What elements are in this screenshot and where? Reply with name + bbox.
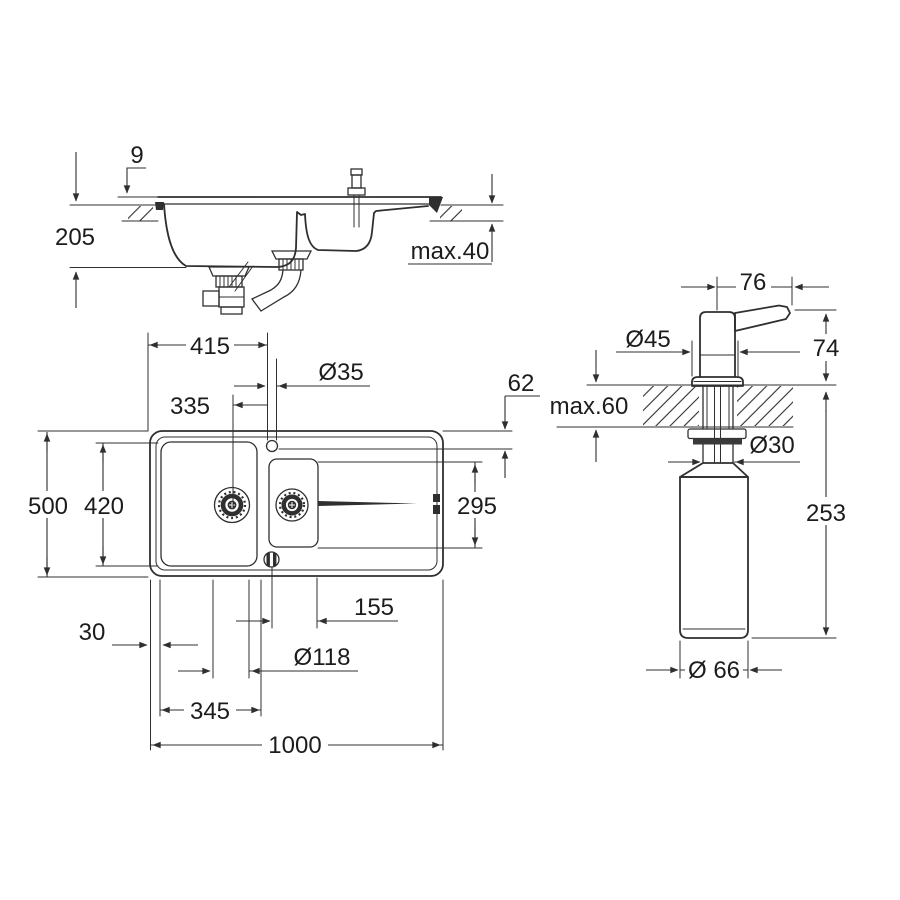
sink-outline bbox=[149, 430, 444, 577]
shank-mask bbox=[699, 386, 737, 426]
dim-label-bowl-length: 345 bbox=[190, 698, 230, 725]
pump-body bbox=[699, 311, 736, 378]
rim-clip-mark bbox=[433, 494, 440, 502]
sink-top-view: 415 Ø35 335 62 500 420 bbox=[25, 332, 540, 759]
counter-hatch-right bbox=[440, 206, 462, 221]
small-bowl-drain bbox=[275, 488, 309, 522]
dim-label-counter-max60: max.60 bbox=[550, 393, 629, 420]
dim-label-bottle-dia: Ø 66 bbox=[688, 657, 740, 684]
washer bbox=[693, 438, 742, 445]
rim-lip-right bbox=[429, 197, 443, 213]
dim-label-drain-dia: Ø118 bbox=[294, 644, 351, 671]
dim-label-shank-dia: Ø30 bbox=[749, 432, 794, 459]
rim-lip-left bbox=[155, 202, 164, 210]
dim-label-overflow-offset: 155 bbox=[354, 594, 394, 621]
rim-clip-mark bbox=[433, 505, 440, 514]
label-mask bbox=[736, 268, 771, 293]
main-drain-assembly bbox=[202, 266, 251, 315]
dim-label-drain-offset: 335 bbox=[170, 393, 210, 420]
tap-shank bbox=[347, 168, 366, 228]
counter-hatch-left bbox=[128, 206, 153, 221]
dim-label-overall-width: 500 bbox=[28, 493, 68, 520]
bottle bbox=[679, 476, 749, 639]
dim-label-faucet-hole-dia: Ø35 bbox=[318, 359, 363, 386]
sink-rim-inner bbox=[155, 436, 438, 571]
label-mask bbox=[186, 332, 234, 357]
label-mask bbox=[184, 697, 236, 723]
label-mask bbox=[262, 731, 328, 758]
dim-label-drainboard-span: 295 bbox=[457, 493, 497, 520]
dim-label-bottle-height: 253 bbox=[806, 500, 846, 527]
drainboard-groove bbox=[318, 501, 417, 506]
dim-label-height-above-counter: 74 bbox=[813, 335, 840, 362]
sink-side-view: 9 205 max.40 bbox=[55, 142, 504, 315]
dim-label-overall-length: 1000 bbox=[268, 732, 321, 759]
dim-label-faucet-offset: 415 bbox=[190, 333, 230, 360]
dim-label-spout-reach: 76 bbox=[740, 269, 767, 296]
dim-label-faucet-edge-distance: 62 bbox=[508, 370, 535, 397]
label-mask bbox=[685, 656, 743, 683]
dim-arrow bbox=[123, 167, 146, 194]
soap-dispenser-view: 76 Ø45 74 max.60 Ø30 253 bbox=[550, 268, 851, 684]
dim-label-bowl-depth: 205 bbox=[55, 224, 95, 251]
label-mask bbox=[81, 491, 126, 518]
locknut bbox=[687, 428, 747, 440]
faucet-hole bbox=[265, 439, 279, 453]
dim-label-bowl-width: 420 bbox=[84, 493, 124, 520]
label-mask bbox=[801, 497, 851, 525]
pump-flange bbox=[691, 376, 744, 387]
label-mask bbox=[452, 492, 499, 518]
label-mask bbox=[25, 491, 70, 518]
pump-spout bbox=[734, 304, 791, 332]
dim-label-rim-height: 9 bbox=[130, 142, 143, 169]
dim-label-edge-margin: 30 bbox=[79, 619, 106, 646]
main-bowl bbox=[160, 441, 258, 567]
shank bbox=[702, 385, 734, 464]
dim-label-counter-max40: max.40 bbox=[411, 238, 490, 265]
main-drain bbox=[213, 486, 251, 524]
bowl-profile bbox=[163, 203, 429, 268]
dim-label-flange-dia: Ø45 bbox=[625, 326, 670, 353]
small-drain-assembly bbox=[228, 250, 313, 312]
bottle-neck bbox=[679, 462, 749, 478]
overflow-knob bbox=[263, 551, 280, 568]
